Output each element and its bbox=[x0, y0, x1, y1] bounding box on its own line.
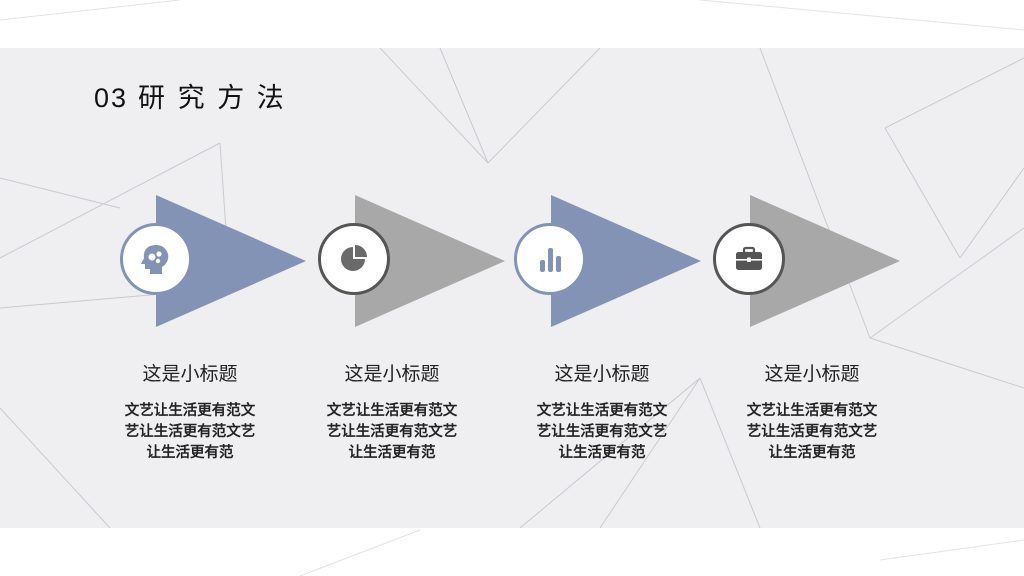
step-icon-circle bbox=[514, 223, 586, 295]
arrow-triangle bbox=[750, 195, 900, 327]
bar-chart-icon bbox=[540, 248, 561, 272]
section-number: 03 bbox=[94, 83, 129, 113]
step-icon-circle bbox=[120, 223, 192, 295]
step-heading: 这是小标题 bbox=[764, 363, 860, 385]
step-description: 文艺让生活更有范文 艺让生活更有范文艺 让生活更有范 bbox=[746, 403, 878, 461]
arrow-triangle bbox=[355, 195, 505, 327]
step-heading: 这是小标题 bbox=[142, 363, 238, 385]
step-description: 文艺让生活更有范文 艺让生活更有范文艺 让生活更有范 bbox=[124, 403, 256, 461]
step-description: 文艺让生活更有范文 艺让生活更有范文艺 让生活更有范 bbox=[536, 403, 668, 461]
step-description: 文艺让生活更有范文 艺让生活更有范文艺 让生活更有范 bbox=[326, 403, 458, 461]
process-step: 这是小标题 文艺让生活更有范文 艺让生活更有范文艺 让生活更有范 bbox=[712, 195, 912, 465]
step-heading: 这是小标题 bbox=[554, 363, 650, 385]
section-title-text: 研 究 方 法 bbox=[138, 83, 286, 114]
step-icon-circle bbox=[713, 223, 785, 295]
process-step: 这是小标题 文艺让生活更有范文 艺让生活更有范文艺 让生活更有范 bbox=[90, 195, 306, 465]
process-step: 这是小标题 文艺让生活更有范文 艺让生活更有范文艺 让生活更有范 bbox=[292, 195, 505, 465]
arrow-triangle bbox=[551, 195, 701, 327]
pie-chart-icon bbox=[341, 245, 367, 271]
page-title: 03 研 究 方 法 bbox=[94, 76, 286, 115]
briefcase-icon bbox=[736, 246, 762, 270]
band-geometric-lines bbox=[0, 48, 1024, 528]
step-heading: 这是小标题 bbox=[344, 363, 440, 385]
arrow-triangle bbox=[156, 195, 306, 327]
step-icon-circle bbox=[318, 223, 390, 295]
brain-gear-icon bbox=[141, 245, 169, 274]
process-step: 这是小标题 文艺让生活更有范文 艺让生活更有范文艺 让生活更有范 bbox=[502, 195, 702, 465]
